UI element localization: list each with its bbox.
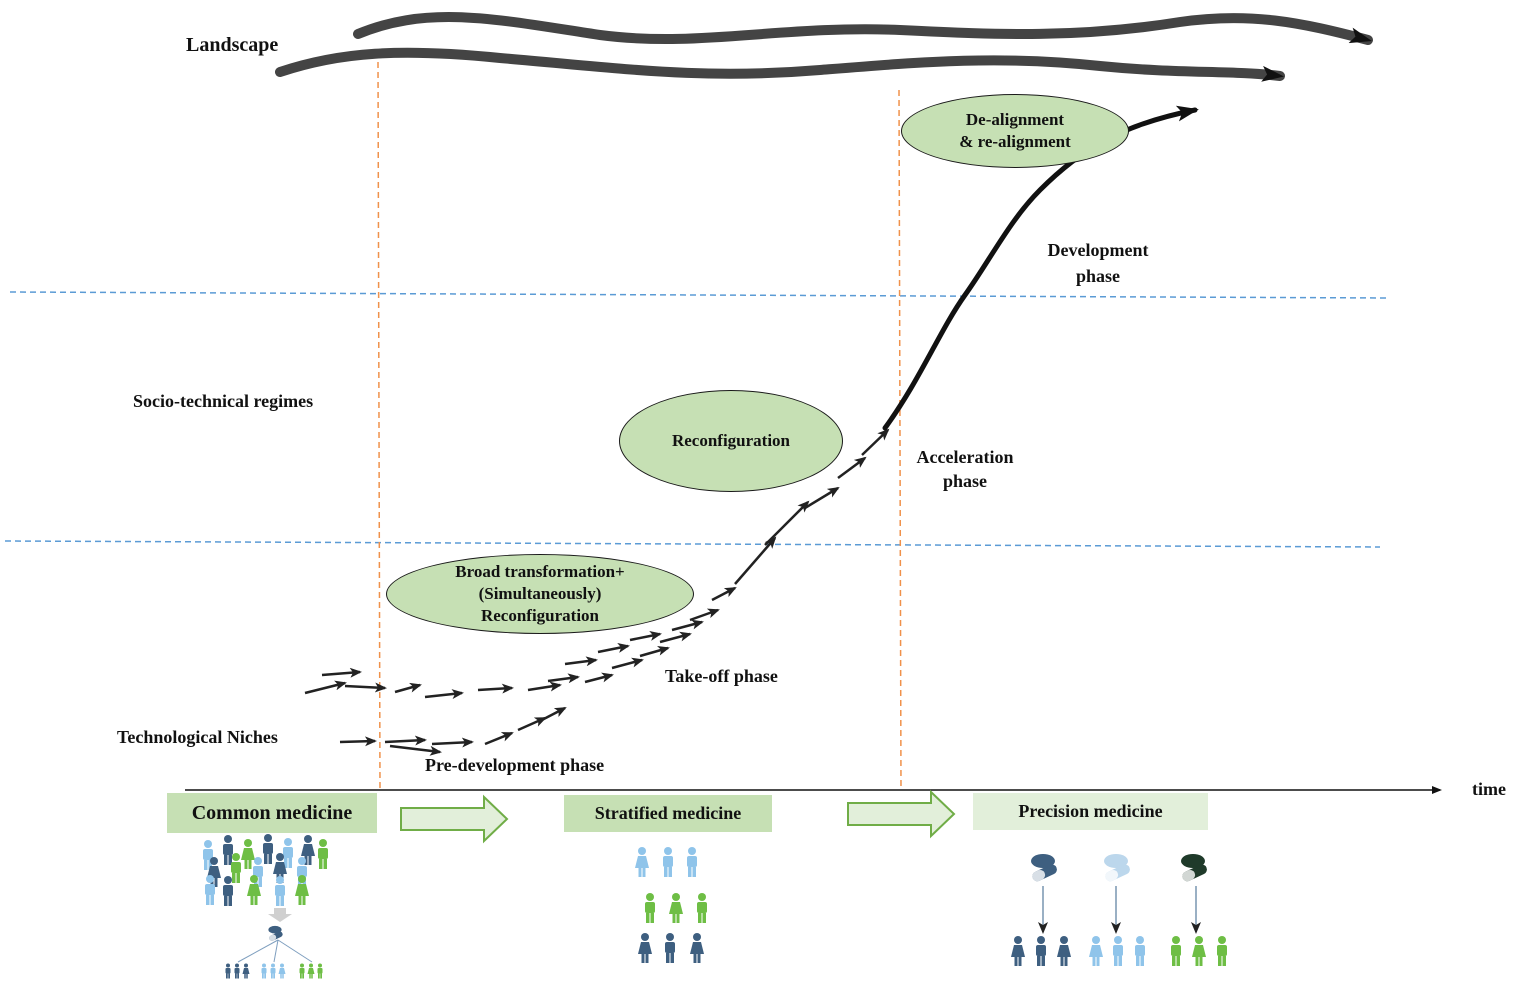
transition-arrow-1 <box>400 794 509 844</box>
precision-group-dark-blue-icon <box>1011 936 1071 966</box>
common-medicine-crowd-icon <box>203 834 328 906</box>
stratified-medicine-box: Stratified medicine <box>564 795 772 832</box>
take-off-phase-label: Take-off phase <box>665 666 778 686</box>
development-line-1: Development <box>1047 240 1149 260</box>
stratified-light-blue-group-icon <box>635 847 697 877</box>
stratified-dark-blue-group-icon <box>638 933 704 963</box>
landscape-label: Landscape <box>186 34 279 56</box>
dealignment-ellipse: De-alignment & re-alignment <box>901 94 1129 168</box>
reconfiguration-ellipse: Reconfiguration <box>619 390 843 492</box>
precision-pill-dark-green-icon <box>1180 854 1209 883</box>
broad-transformation-ellipse: Broad transformation+ (Simultaneously) R… <box>386 554 694 634</box>
landscape-wave-arrow <box>353 12 1373 45</box>
regime-boundary-line <box>9 291 1391 299</box>
acceleration-line-1: Acceleration <box>916 447 1014 467</box>
broad-line-3: Reconfiguration <box>480 606 600 625</box>
precision-medicine-box: Precision medicine <box>973 793 1208 830</box>
precision-pill-dark-blue-icon <box>1030 854 1059 883</box>
dealignment-line-1: De-alignment <box>965 110 1065 129</box>
niche-boundary-line <box>4 540 1381 548</box>
reconfiguration-text: Reconfiguration <box>671 431 791 450</box>
precision-group-green-icon <box>1171 936 1227 966</box>
acceleration-phase-label: Acceleration phase <box>905 445 1025 493</box>
niches-label: Technological Niches <box>117 727 278 747</box>
development-phase-label: Development phase <box>1033 237 1163 289</box>
pre-development-phase-label: Pre-development phase <box>425 755 605 775</box>
phase-divider-line <box>377 61 381 791</box>
broad-line-1: Broad transformation+ <box>455 562 625 581</box>
treatment-tree-icon <box>225 925 323 979</box>
phase-divider-line <box>898 89 902 791</box>
precision-group-light-blue-icon <box>1089 936 1145 966</box>
time-axis-label: time <box>1472 779 1506 799</box>
stratified-green-group-icon <box>645 893 707 923</box>
niche-arrows-group <box>304 428 890 756</box>
dealignment-line-2: & re-alignment <box>959 132 1071 151</box>
down-arrow-icon <box>268 908 292 922</box>
landscape-wave-arrow <box>275 47 1285 82</box>
common-medicine-box: Common medicine <box>167 793 377 833</box>
precision-pill-light-blue-icon <box>1103 854 1132 883</box>
regimes-label: Socio-technical regimes <box>133 391 314 411</box>
development-line-2: phase <box>1075 266 1120 286</box>
broad-line-2: (Simultaneously) <box>478 584 602 603</box>
transition-arrow-2 <box>847 789 956 839</box>
acceleration-line-2: phase <box>942 471 987 491</box>
